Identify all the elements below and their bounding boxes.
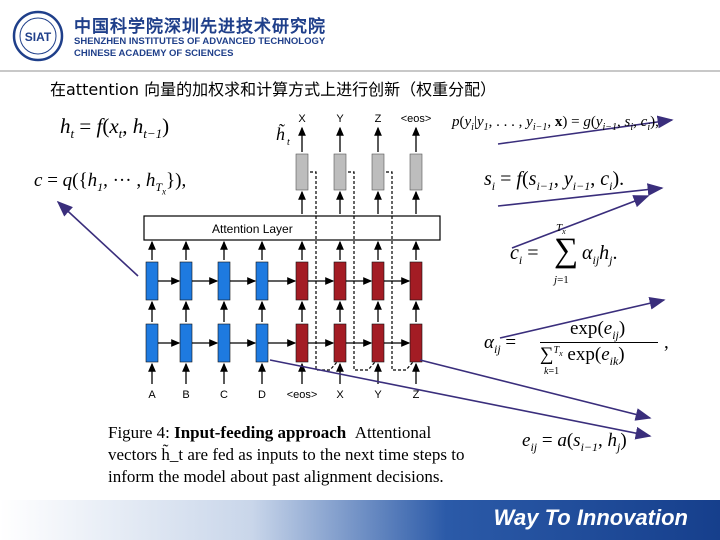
rnn-cell-upper <box>295 261 309 301</box>
rnn-cell-lower <box>295 323 309 363</box>
equation-pointer-arrow <box>497 115 674 145</box>
equation-pointer-arrow <box>269 359 652 440</box>
output-token-label: Z <box>375 113 382 125</box>
output-cell <box>295 153 309 191</box>
rnn-cell-upper <box>145 261 159 301</box>
attention-layer-box <box>143 215 441 241</box>
equation-pointer-arrow <box>511 195 650 249</box>
input-feeding-link <box>386 171 414 371</box>
output-token-label: Y <box>336 113 344 125</box>
siat-logo: SIAT <box>12 10 64 62</box>
rnn-cell-lower <box>179 323 193 363</box>
org-name-cn: 中国科学院深圳先进技术研究院 <box>74 17 326 37</box>
h-tilde-label: h̃ <box>276 123 286 144</box>
rnn-cell-upper <box>217 261 231 301</box>
input-token-label: B <box>182 389 189 401</box>
input-token-label: A <box>148 389 156 401</box>
equation-pointer-arrow <box>56 200 139 277</box>
equation-pointer-arrow <box>499 297 666 339</box>
rnn-cell-upper <box>179 261 193 301</box>
header-divider <box>0 70 720 72</box>
caption-fig-label: Figure 4: <box>108 423 170 442</box>
output-cell <box>371 153 385 191</box>
input-token-label: D <box>258 389 266 401</box>
rnn-cell-lower <box>333 323 347 363</box>
equation-c: c = q({h1, ··· , hTx}), <box>34 170 187 197</box>
input-feeding-link <box>348 171 376 371</box>
rnn-cell-upper <box>371 261 385 301</box>
rnn-cell-lower <box>255 323 269 363</box>
input-token-label: <eos> <box>287 389 318 401</box>
header: SIAT 中国科学院深圳先进技术研究院 SHENZHEN INSTITUTES … <box>0 0 720 72</box>
rnn-cell-lower <box>217 323 231 363</box>
slide-title: 在attention 向量的加权求和计算方式上进行创新（权重分配） <box>50 80 497 99</box>
attention-layer-label: Attention Layer <box>212 222 293 236</box>
rnn-cell-upper <box>409 261 423 301</box>
equation-p: p(yi|y1, . . . , yi−1, x) = g(yi−1, si, … <box>452 114 659 133</box>
footer-bar <box>0 500 720 540</box>
output-cell <box>333 153 347 191</box>
caption-line1-rest: Attentional <box>354 423 432 442</box>
input-token-label: Y <box>374 389 382 401</box>
equation-e-ij: eij = a(si−1, hj) <box>522 430 627 454</box>
rnn-cell-lower <box>371 323 385 363</box>
org-name-en-2: CHINESE ACADEMY OF SCIENCES <box>74 48 234 59</box>
h-tilde-subscript: t <box>287 137 290 148</box>
rnn-cell-upper <box>255 261 269 301</box>
output-token-label: <eos> <box>401 113 432 125</box>
input-token-label: C <box>220 389 228 401</box>
output-cell <box>409 153 423 191</box>
output-token-label: X <box>298 113 306 125</box>
equation-pointer-arrow <box>497 183 664 207</box>
rnn-cell-lower <box>145 323 159 363</box>
footer-slogan: Way To Innovation <box>493 505 688 530</box>
caption-line3: inform the model about past alignment de… <box>108 467 444 486</box>
caption-line2: vectors h̃_t are fed as inputs to the ne… <box>108 445 465 464</box>
input-token-label: X <box>336 389 344 401</box>
org-name-en-1: SHENZHEN INSTITUTES OF ADVANCED TECHNOLO… <box>74 36 326 47</box>
equation-pointer-arrow <box>419 359 652 421</box>
input-token-label: Z <box>413 389 420 401</box>
rnn-cell-lower <box>409 323 423 363</box>
rnn-cell-upper <box>333 261 347 301</box>
equation-h-t: ht = f(xt, ht−1) <box>60 114 170 142</box>
input-feeding-link <box>310 171 338 371</box>
caption-fig-title: Input-feeding approach <box>174 423 347 442</box>
figure-caption: Figure 4: Input-feeding approach Attenti… <box>108 422 498 488</box>
equation-c-i: Tx ci = ∑ αijhj. j=1 <box>510 222 618 286</box>
equation-s-i: si = f(si−1, yi−1, ci). <box>484 168 625 193</box>
logo-text: SIAT <box>25 30 52 44</box>
